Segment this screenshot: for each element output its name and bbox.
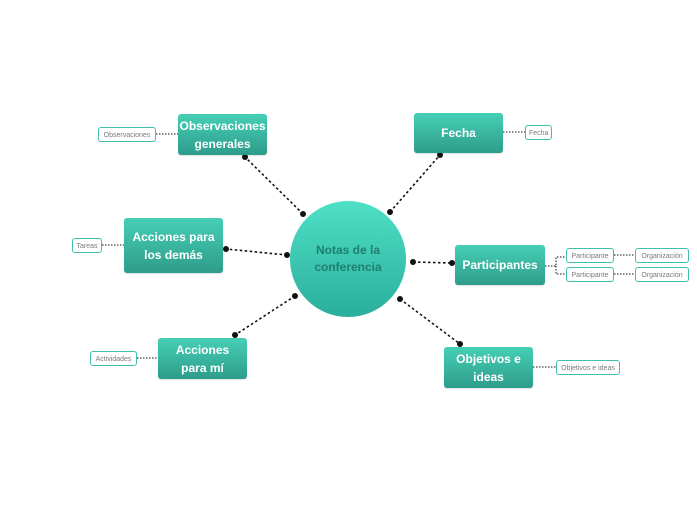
topic-acciones-para-los-demas[interactable]: Acciones para los demás [124, 218, 223, 273]
leaf-fecha[interactable]: Fecha [525, 125, 552, 140]
leaf-organizacion-2[interactable]: Organización [635, 267, 689, 282]
topic-observaciones-label: Observaciones generales [179, 118, 266, 151]
leaf-organizacion-2-label: Organización [641, 272, 683, 279]
central-topic-label: Notas de la conferencia [314, 243, 382, 274]
topic-acciones-mi-label: Acciones para mí [175, 342, 230, 375]
topic-participantes-label: Participantes [462, 258, 538, 272]
topic-observaciones-generales[interactable]: Observaciones generales [178, 114, 267, 155]
leaf-tareas-label: Tareas [76, 243, 98, 250]
topic-objetivos-label: Objetivos e ideas [456, 351, 521, 384]
topic-fecha[interactable]: Fecha [414, 113, 503, 153]
leaf-fecha-label: Fecha [529, 130, 549, 137]
leaf-participante-2[interactable]: Participante [566, 267, 614, 282]
topic-acciones-para-mi[interactable]: Acciones para mí [158, 338, 247, 379]
leaf-actividades[interactable]: Actividades [90, 351, 137, 366]
leaf-objetivos-label: Objetivos e ideas [561, 365, 615, 372]
leaf-objetivos-e-ideas[interactable]: Objetivos e ideas [556, 360, 620, 375]
leaf-organizacion-1[interactable]: Organización [635, 248, 689, 263]
leaf-observaciones[interactable]: Observaciones [98, 127, 156, 142]
leaf-observaciones-label: Observaciones [103, 132, 151, 139]
topic-participantes[interactable]: Participantes [455, 245, 545, 285]
leaf-actividades-label: Actividades [95, 356, 132, 363]
leaf-participante-1-label: Participante [571, 253, 609, 260]
leaf-organizacion-1-label: Organización [641, 253, 683, 260]
topic-fecha-label: Fecha [441, 126, 476, 140]
leaf-participante-1[interactable]: Participante [566, 248, 614, 263]
leaf-tareas[interactable]: Tareas [72, 238, 102, 253]
topic-acciones-demas-label: Acciones para los demás [132, 229, 215, 262]
leaf-participante-2-label: Participante [571, 272, 609, 279]
central-topic[interactable]: Notas de la conferencia [290, 201, 406, 317]
topic-objetivos-e-ideas[interactable]: Objetivos e ideas [444, 347, 533, 388]
